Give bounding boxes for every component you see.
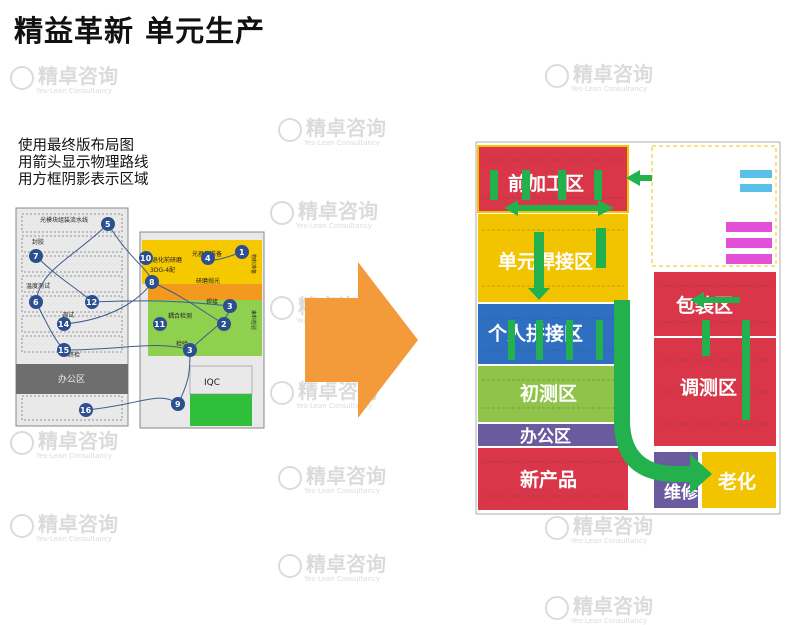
svg-text:6: 6: [33, 298, 39, 307]
seal-icon: [278, 553, 302, 578]
svg-text:8: 8: [149, 278, 155, 287]
zone-label-new-product: 新产品: [520, 468, 577, 491]
old-zone-orange: [148, 284, 262, 300]
seal-icon: [10, 65, 34, 90]
old-zone-iqc: [189, 365, 253, 395]
svg-text:9: 9: [175, 400, 181, 409]
svg-text:3: 3: [227, 302, 233, 311]
svg-text:15: 15: [58, 346, 70, 355]
page-title: 精益革新 单元生产: [14, 14, 266, 48]
seal-icon: [545, 63, 569, 88]
seal-icon: [278, 117, 302, 142]
zone-label-initial-test: 初测区: [520, 382, 577, 405]
old-label-iqc: IQC: [204, 378, 220, 388]
seal-icon: [545, 515, 569, 540]
zone-label-pre-process: 前加工区: [508, 172, 584, 195]
seal-icon: [270, 200, 294, 225]
svg-text:16: 16: [80, 406, 92, 415]
old-label-final-inspect: 终检: [68, 351, 80, 359]
zone-label-unit-assembly: 单元焊接区: [498, 250, 593, 273]
note-line-3: 用方框阴影表示区域: [18, 172, 149, 188]
seal-icon: [270, 380, 294, 405]
old-label-temp-test: 温度测试: [26, 282, 50, 290]
svg-text:11: 11: [154, 320, 166, 329]
old-zone-green: [148, 300, 262, 356]
old-step-markers: 5 7 6 12 14 15 16 10 8 1 4 3 2 11 3 9: [29, 217, 249, 417]
zone-office: [478, 424, 628, 446]
flow-arrows: [490, 170, 750, 494]
old-label-3dg: 3DG-4配: [150, 267, 175, 274]
old-label-polish: 研磨抛光: [196, 277, 220, 285]
seal-icon: [545, 595, 569, 620]
old-work-cells: [21, 213, 123, 421]
svg-text:7: 7: [33, 252, 39, 261]
zone-new-product: [478, 448, 628, 510]
zone-initial-test: [478, 366, 628, 422]
svg-text:10: 10: [140, 254, 152, 263]
workstation-grid: [482, 159, 772, 497]
note-line-1: 使用最终版布局图: [18, 138, 134, 154]
old-zone-iqc-green: [190, 394, 252, 426]
seal-icon: [270, 295, 294, 320]
seal-icon: [278, 465, 302, 490]
old-office-band: [16, 364, 128, 394]
svg-text:5: 5: [105, 220, 111, 229]
svg-text:3: 3: [187, 346, 193, 355]
transition-arrow: [305, 262, 418, 418]
svg-text:14: 14: [58, 320, 70, 329]
old-label-material: 物料准备: [250, 254, 257, 274]
svg-text:1: 1: [239, 248, 245, 257]
zone-label-office: 办公区: [520, 426, 571, 447]
zone-label-aging: 老化: [718, 470, 756, 493]
note-line-2: 用箭头显示物理路线: [18, 155, 149, 171]
zone-aging: [702, 452, 776, 508]
zone-label-debug-test: 调测区: [680, 377, 737, 399]
old-label-coupling: 耦合检测: [168, 312, 192, 320]
zone-packaging: [654, 272, 776, 336]
old-label-seal: 封胶: [32, 238, 44, 246]
svg-text:4: 4: [205, 254, 211, 263]
old-label-incoming: 来料检验: [250, 310, 257, 330]
upper-right-area: [651, 145, 777, 267]
old-label-inspection: 检验: [176, 340, 188, 348]
svg-text:12: 12: [86, 298, 97, 307]
old-label-weld: 焊接: [206, 298, 218, 306]
svg-text:2: 2: [221, 320, 227, 329]
zone-pre-process: [477, 145, 629, 213]
old-label-office: 办公区: [58, 373, 85, 385]
old-label-debug: 调试: [62, 311, 74, 319]
old-label-grind: 退化前研磨: [152, 256, 182, 264]
seal-icon: [10, 513, 34, 538]
notes-list: 使用最终版布局图 用箭头显示物理路线 用方框阴影表示区域: [18, 138, 149, 189]
old-label-line: 光模块组装流水线: [40, 216, 88, 224]
seal-icon: [10, 430, 34, 455]
